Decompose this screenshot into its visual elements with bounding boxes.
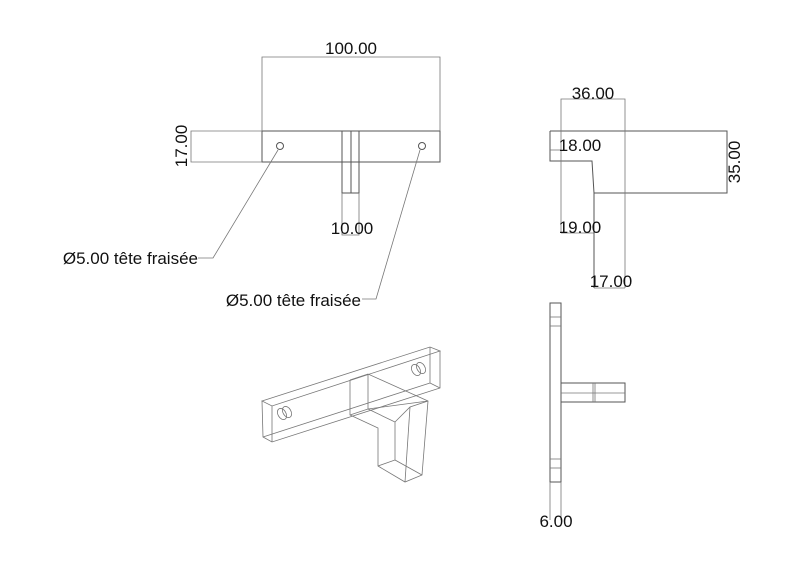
iso-hole-left-back [282,406,292,418]
height-dimension: 17.00 [172,125,191,168]
arm-top [349,400,429,416]
hole-right [418,142,426,150]
iso-hole-left [277,408,287,420]
top-view: 36.00 18.00 35.00 19.00 17.00 [549,84,744,291]
slot-dimension-lines [341,193,360,236]
side-view: 6.00 [539,302,626,531]
hole-left [276,142,284,150]
dim-bottom: 17.00 [590,272,633,291]
arm-step [394,400,429,423]
bar-top-face [260,346,442,407]
dim-height: 35.00 [725,141,744,184]
isometric-view [260,346,442,483]
dim-mid: 19.00 [559,218,602,237]
width-dimension: 100.00 [325,39,377,58]
width-dimension-lines [261,56,441,131]
slot-dimension: 10.00 [331,219,374,238]
front-view: 100.00 17.00 10.00 Ø5.00 tête fraisée Ø5… [63,39,441,310]
side-plate [549,302,562,483]
thickness-dimension: 6.00 [539,512,572,531]
leader-right [362,149,421,300]
dim-36-lines [560,98,626,288]
arm-outline [349,373,429,483]
height-dimension-lines [190,130,262,163]
arm-edge [404,406,411,483]
iso-hole-right-back [416,362,426,374]
leader-left [198,149,279,259]
hole-callout-right: Ø5.00 tête fraisée [226,291,361,310]
hole-callout-left: Ø5.00 tête fraisée [63,249,198,268]
iso-hole-right [411,364,421,376]
dim-step: 18.00 [559,136,602,155]
bar-back-edge [429,347,441,389]
arm-inner [367,374,396,467]
arm-bottom [394,459,423,476]
bar-bottom-back [262,382,431,438]
dim-top: 36.00 [572,84,615,103]
